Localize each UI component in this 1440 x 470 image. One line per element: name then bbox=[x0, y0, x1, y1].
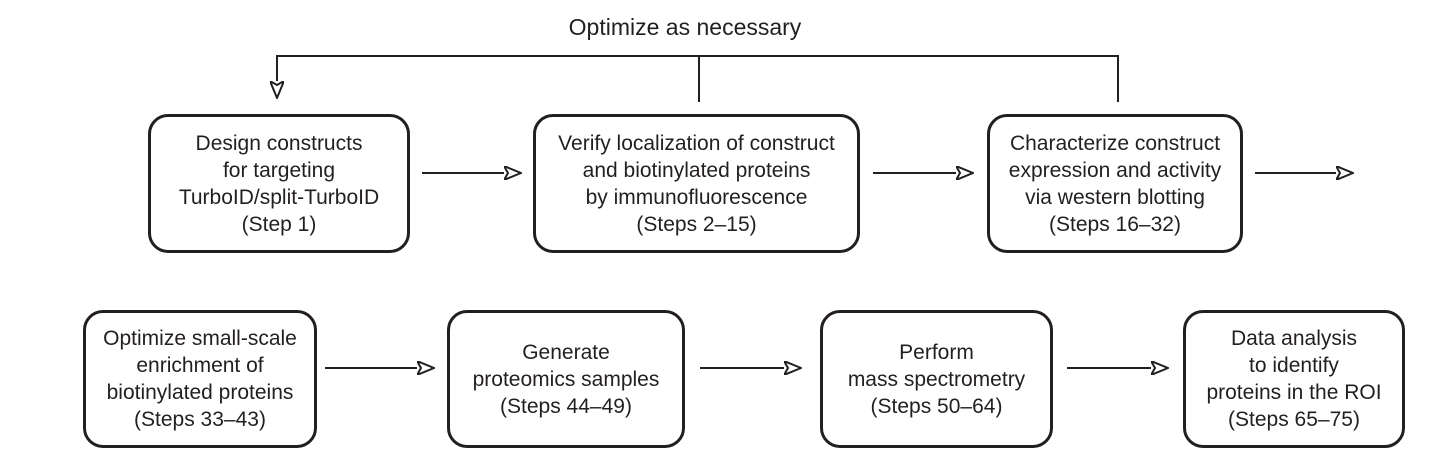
box-text-line: for targeting bbox=[222, 158, 336, 182]
box-step-range: (Steps 65–75) bbox=[1228, 408, 1360, 431]
box-text-line: and biotinylated proteins bbox=[582, 158, 811, 182]
box-text-line: to identify bbox=[1249, 354, 1339, 377]
box-text-line: enrichment of bbox=[136, 354, 264, 377]
box-step-range: (Steps 33–43) bbox=[134, 408, 266, 431]
box-text-line: Optimize small-scale bbox=[103, 327, 297, 350]
step-box-design-constructs: Design constructs for targeting TurboID/… bbox=[148, 114, 410, 253]
optimize-loop-label: Optimize as necessary bbox=[568, 14, 802, 40]
box-text-line: biotinylated proteins bbox=[106, 381, 294, 404]
box-step-range: (Steps 16–32) bbox=[1049, 212, 1181, 236]
box-step-range: (Steps 2–15) bbox=[636, 212, 757, 236]
step-box-optimize-enrichment: Optimize small-scale enrichment of bioti… bbox=[83, 310, 317, 448]
box-text-line: proteomics samples bbox=[472, 367, 660, 391]
box-text-line: mass spectrometry bbox=[847, 367, 1026, 391]
box-text-line: expression and activity bbox=[1008, 158, 1222, 182]
box-text-line: Verify localization of construct bbox=[558, 131, 835, 155]
box-text-line: Perform bbox=[899, 340, 974, 364]
box-step-range: (Step 1) bbox=[241, 212, 317, 236]
box-text-line: TurboID/split-TurboID bbox=[178, 185, 380, 209]
box-text-line: by immunofluorescence bbox=[585, 185, 808, 209]
step-box-characterize-construct: Characterize construct expression and ac… bbox=[987, 114, 1243, 253]
box-text-line: Design constructs bbox=[195, 131, 363, 155]
box-step-range: (Steps 50–64) bbox=[870, 394, 1003, 418]
optimize-loop-line bbox=[277, 55, 1119, 102]
box-text-line: Generate bbox=[522, 340, 610, 364]
box-text-line: via western blotting bbox=[1025, 185, 1205, 209]
box-text-line: proteins in the ROI bbox=[1206, 381, 1382, 404]
step-box-verify-localization: Verify localization of construct and bio… bbox=[533, 114, 860, 253]
box-text-line: Characterize construct bbox=[1009, 131, 1221, 155]
step-box-data-analysis: Data analysis to identify proteins in th… bbox=[1183, 310, 1405, 448]
box-text-line: Data analysis bbox=[1230, 327, 1358, 350]
step-box-generate-proteomics: Generate proteomics samples (Steps 44–49… bbox=[447, 310, 685, 448]
box-step-range: (Steps 44–49) bbox=[500, 394, 632, 418]
step-box-perform-mass-spec: Perform mass spectrometry (Steps 50–64) bbox=[820, 310, 1053, 448]
